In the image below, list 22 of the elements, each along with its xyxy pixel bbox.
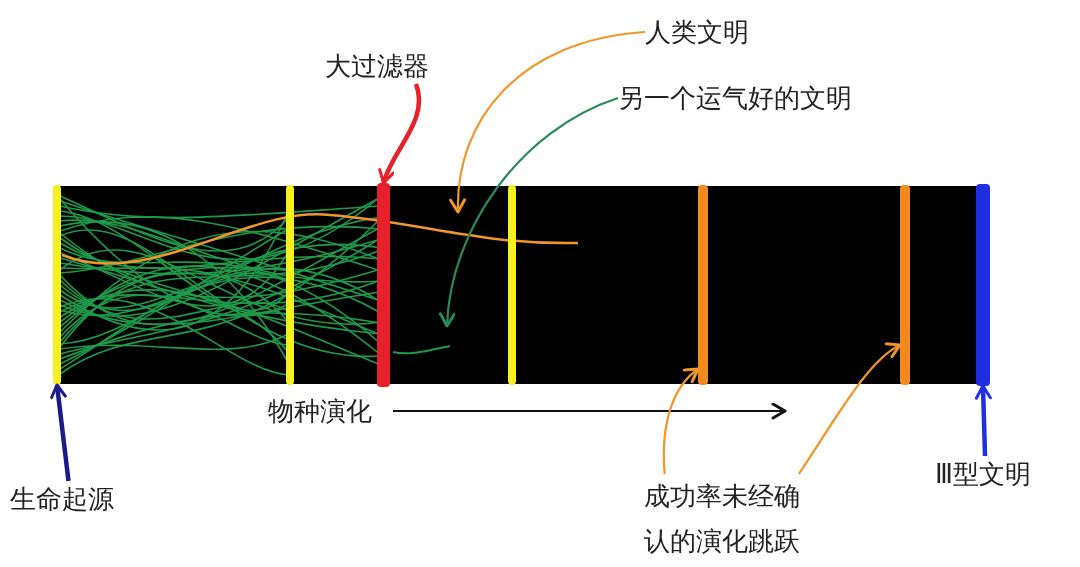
marker-bar — [286, 185, 294, 385]
text-label: 人类文明 — [645, 14, 775, 50]
text-label: 大过滤器 — [325, 48, 455, 84]
arrow — [393, 402, 787, 420]
marker-bar — [508, 185, 516, 385]
arrow — [662, 367, 700, 475]
arrow — [797, 343, 902, 475]
marker-bar — [53, 185, 61, 385]
arrow — [50, 383, 71, 482]
text-label: 另一个运气好的文明 — [618, 80, 928, 116]
marker-bar — [976, 184, 990, 386]
arrow — [449, 30, 646, 214]
arrow — [379, 83, 422, 185]
text-label: Ⅲ型文明 — [935, 456, 1060, 492]
marker-bar — [900, 185, 910, 385]
marker-bar — [698, 185, 708, 385]
arrow — [974, 384, 992, 457]
marker-bar — [377, 183, 390, 387]
arrow — [439, 96, 619, 328]
text-label: 生命起源 — [10, 481, 140, 517]
text-label: 物种演化 — [268, 393, 393, 429]
text-label: 成功率未经确认的演化跳跃 — [644, 474, 816, 564]
